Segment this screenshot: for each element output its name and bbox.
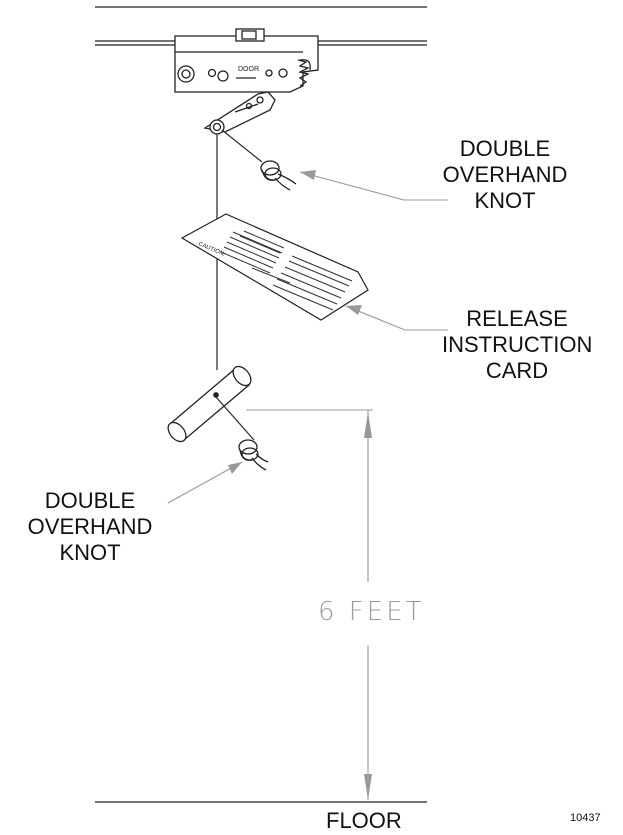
trolley bbox=[174, 28, 319, 93]
label-line: OVERHAND bbox=[442, 162, 568, 187]
trolley-door-label: DOOR bbox=[238, 66, 259, 73]
label-line: DOUBLE bbox=[44, 488, 136, 513]
label-release-instruction-card: RELEASE INSTRUCTION CARD bbox=[442, 306, 592, 384]
rope-end-top bbox=[221, 129, 263, 163]
label-line: RELEASE bbox=[466, 306, 568, 331]
leader-arrowheads bbox=[228, 170, 362, 474]
label-line: CARD bbox=[485, 358, 549, 383]
label-double-overhand-knot-left: DOUBLE OVERHAND KNOT bbox=[25, 488, 155, 566]
figure-number: 10437 bbox=[570, 812, 601, 824]
floor-label: FLOOR bbox=[326, 808, 402, 833]
label-line: KNOT bbox=[59, 540, 121, 565]
label-line: KNOT bbox=[474, 188, 536, 213]
release-handle bbox=[167, 365, 252, 443]
label-double-overhand-knot-top: DOUBLE OVERHAND KNOT bbox=[440, 136, 570, 214]
top-knot bbox=[260, 160, 297, 191]
leader-lines bbox=[167, 171, 448, 504]
release-card bbox=[180, 213, 369, 321]
release-arm bbox=[203, 91, 276, 135]
label-line: OVERHAND bbox=[27, 514, 153, 539]
rope-end-bottom bbox=[215, 396, 255, 441]
label-line: DOUBLE bbox=[459, 136, 551, 161]
dimension-label: 6 FEET bbox=[318, 597, 425, 627]
bottom-knot bbox=[238, 439, 269, 471]
label-line: INSTRUCTION bbox=[442, 332, 593, 357]
